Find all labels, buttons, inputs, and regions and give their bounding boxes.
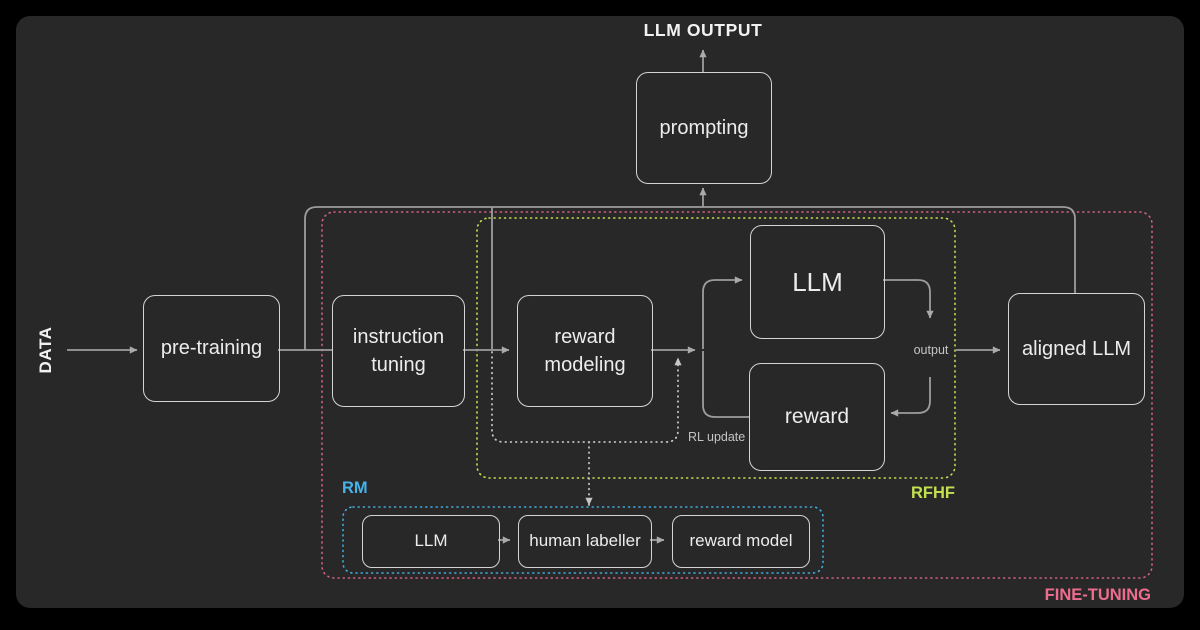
- node-rm-llm: LLM: [362, 515, 500, 568]
- llm-output-label: LLM OUTPUT: [643, 20, 763, 40]
- rfhf-region-label: RFHF: [911, 484, 955, 502]
- node-prompting-label: prompting: [659, 116, 749, 139]
- node-reward-modeling-label: reward modeling: [544, 325, 626, 376]
- node-reward-model-label: reward model: [689, 531, 793, 551]
- node-human-labeller: human labeller: [518, 515, 652, 568]
- node-reward-model: reward model: [672, 515, 810, 568]
- output-edge-label: output: [913, 343, 949, 357]
- rm-region-label: RM: [342, 479, 368, 497]
- node-aligned-llm-label: aligned LLM: [1022, 337, 1131, 360]
- node-prompting: prompting: [636, 72, 772, 184]
- node-reward-modeling: reward modeling: [517, 295, 653, 407]
- data-label: DATA: [36, 326, 55, 374]
- node-human-labeller-label: human labeller: [529, 531, 641, 551]
- rl-update-edge-label: RL update: [688, 430, 746, 444]
- node-policy-llm-label: LLM: [792, 266, 843, 297]
- node-rm-llm-label: LLM: [414, 531, 448, 551]
- fine-tuning-region-label: FINE-TUNING: [1044, 586, 1151, 604]
- node-reward-label: reward: [784, 405, 850, 429]
- node-instruction-tuning: instruction tuning: [332, 295, 465, 407]
- node-policy-llm: LLM: [750, 225, 885, 339]
- node-pre-training: pre-training: [143, 295, 280, 402]
- node-pre-training-label: pre-training: [160, 337, 263, 360]
- node-aligned-llm: aligned LLM: [1008, 293, 1145, 405]
- node-instruction-tuning-label: instruction tuning: [352, 325, 445, 376]
- node-reward: reward: [749, 363, 885, 471]
